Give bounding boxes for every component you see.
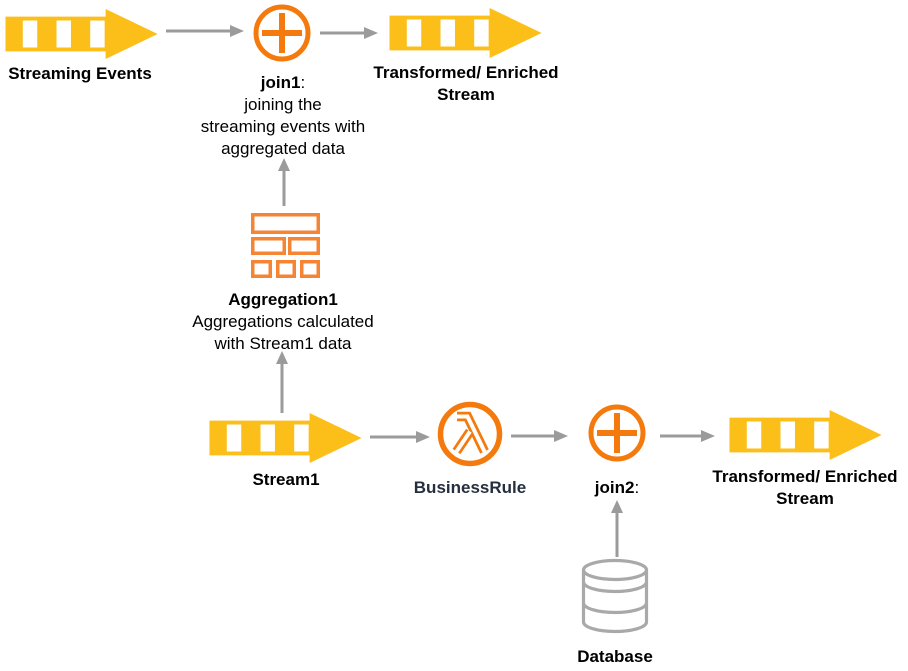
aggregation1-icon [251, 213, 320, 278]
join1-description-line: streaming events with [200, 117, 366, 136]
arrow-stream1-to-aggregation [276, 351, 288, 413]
stream1-icon [208, 412, 365, 464]
businessrule-label: BusinessRule [413, 478, 527, 497]
join2-label: join2: [594, 478, 640, 497]
join1-icon [252, 3, 312, 63]
join2-icon [587, 403, 647, 463]
arrow-aggregation-to-join1 [278, 158, 290, 206]
arrow-database-to-join2 [611, 500, 623, 557]
arrow-streaming-to-join1 [166, 25, 244, 37]
transformed-stream-bottom-label: Transformed/ Enriched Stream [705, 466, 905, 510]
arrow-businessrule-to-join2 [511, 430, 568, 442]
join1-description-line: joining the [244, 95, 322, 114]
aggregation1-label: Aggregation1 [228, 290, 338, 309]
transformed-stream-top-line2: Stream [437, 85, 495, 104]
transformed-stream-bottom-line2: Stream [776, 489, 834, 508]
database-label: Database [577, 647, 653, 666]
stream1-label: Stream1 [252, 470, 320, 489]
join1-description-line: aggregated data [221, 139, 345, 158]
database-icon [580, 558, 650, 636]
streaming-events-icon [4, 8, 161, 60]
transformed-stream-top-icon [388, 7, 545, 59]
arrow-stream1-to-businessrule [370, 431, 430, 443]
streaming-events-label: Streaming Events [8, 64, 152, 83]
transformed-stream-top-line1: Transformed/ Enriched [373, 63, 559, 82]
aggregation1-label-block: Aggregation1 Aggregations calculated wit… [177, 289, 389, 355]
transformed-stream-top-label: Transformed/ Enriched Stream [366, 62, 566, 106]
businessrule-lambda-icon [436, 400, 504, 468]
arrow-join2-to-output [660, 430, 715, 442]
transformed-stream-bottom-line1: Transformed/ Enriched [712, 467, 898, 486]
arrow-join1-to-output [320, 27, 378, 39]
join1-label-block: join1: joining the streaming events with… [177, 72, 389, 160]
aggregation1-description-line: Aggregations calculated [192, 312, 374, 331]
join1-label: join1: [260, 73, 306, 92]
aggregation1-description-line: with Stream1 data [214, 334, 352, 353]
transformed-stream-bottom-icon [728, 409, 885, 461]
